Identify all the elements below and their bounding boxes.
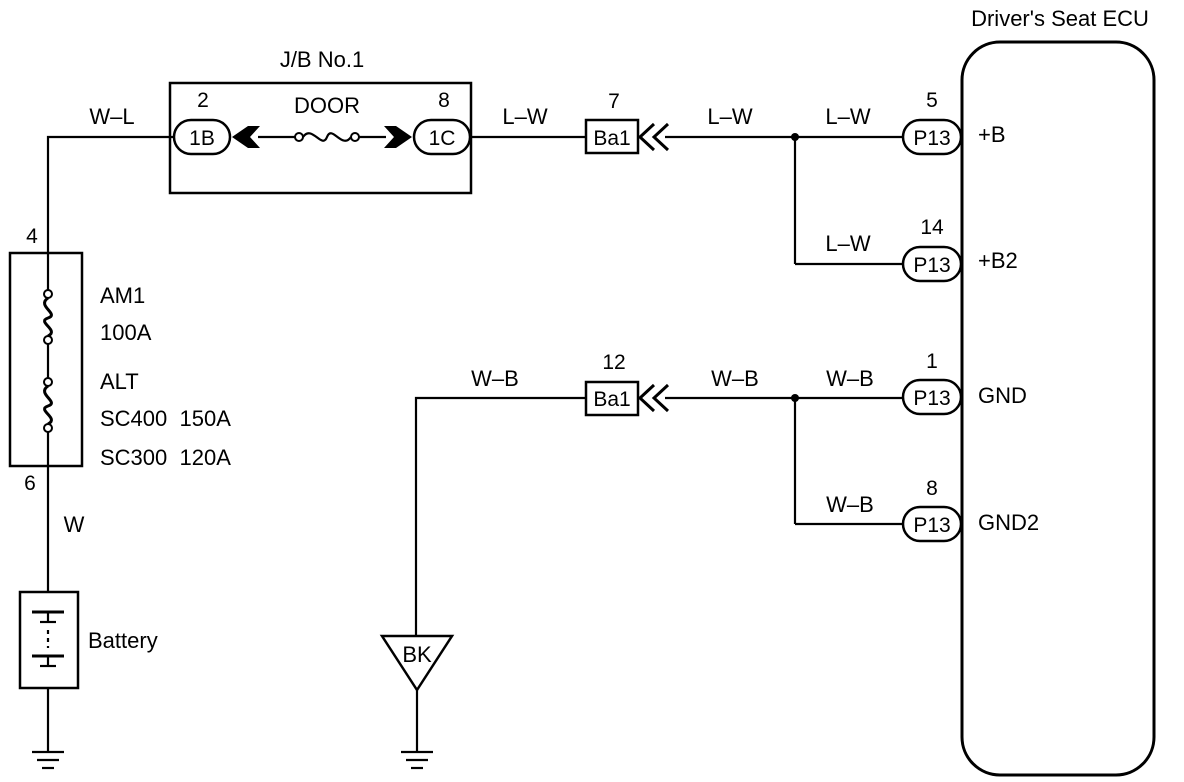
junction-block: J/B No.1 2 1B 8 1C DOOR [168,47,473,195]
jb-to-ba1-wire: L–W [470,104,586,139]
pin-number: 12 [602,351,625,374]
ground-wiring: W–B W–B W–B [665,366,903,526]
splice-point [791,394,799,402]
connector-label: P13 [913,127,950,150]
am1-rating: 100A [100,320,152,345]
fuse-terminal [350,132,360,142]
fusible-bottom-pin: 6 [24,472,36,495]
ecu-body [960,40,1156,777]
ground-point-label: BK [402,642,432,667]
ground-point-wire: W–B [414,366,586,636]
wire-color-label: W–L [89,104,134,129]
pin-number: 14 [920,216,944,239]
ground-symbol [401,750,433,770]
pin-number: 1 [926,350,938,373]
fuse-terminal [43,423,53,433]
wire-color-label: L–W [825,104,870,129]
jb-left-pin: 2 [197,89,209,112]
connector-p13-b2: 14 P13 [901,216,963,283]
pin-number: 8 [926,477,938,500]
connector-chevron [637,383,656,413]
splice-point [791,133,799,141]
wire-color-label: L–W [825,231,870,256]
wire-color-label: W–B [826,492,874,517]
fuse-terminal [43,377,53,387]
alt-name: ALT [100,369,139,394]
fusible-to-battery-wire: W [46,466,85,592]
jb-connector-1b-label: 1B [189,127,215,150]
alt-sc400-rating: SC400 150A [100,406,231,431]
ground-symbol [32,750,64,770]
connector-label: P13 [913,254,950,277]
wire-color-label: W–B [471,366,519,391]
ecu-terminal-b-label: +B [978,122,1006,147]
connector-p13-b: 5 P13 [901,89,963,156]
connector-ba1-ground: 12 Ba1 [584,351,670,417]
battery: Battery [18,590,158,770]
connector-p13-gnd: 1 P13 [901,350,963,416]
connector-label: Ba1 [593,127,630,150]
wire-color-label: W–B [826,366,874,391]
ground-point-triangle [379,634,455,693]
connector-ba1-power: 7 Ba1 [584,90,670,155]
wire-color-label: W [64,512,85,537]
wire-color-label: L–W [502,104,547,129]
jb-title: J/B No.1 [280,47,364,72]
jb-connector-1c-label: 1C [429,127,456,150]
am1-fusible-link-symbol [43,296,53,338]
alt-sc300-rating: SC300 120A [100,445,231,470]
power-wiring: L–W L–W L–W [665,104,903,266]
connector-label: P13 [913,387,950,410]
pin-number: 7 [608,90,620,113]
ecu-terminal-gnd-label: GND [978,383,1027,408]
connector-chevron [651,122,670,152]
connector-label: P13 [913,514,950,537]
fusible-top-pin: 4 [26,225,38,248]
connector-p13-gnd2: 8 P13 [901,477,963,543]
ecu-terminal-gnd2-label: GND2 [978,510,1039,535]
drivers-seat-ecu: Driver's Seat ECU +B +B2 GND GND2 [960,6,1156,777]
alt-fusible-link-symbol [43,384,53,426]
am1-name: AM1 [100,283,145,308]
battery-to-jb-wire: W–L [46,104,174,253]
wire-color-label: L–W [707,104,752,129]
connector-label: Ba1 [593,388,630,411]
wire-color-label: W–B [711,366,759,391]
ecu-terminal-b2-label: +B2 [978,248,1018,273]
fusible-link-box [8,251,84,468]
ground-point-bk: BK [379,634,455,770]
fuse-terminal [43,335,53,345]
fuse-terminal [294,132,304,142]
door-fuse-symbol [302,132,352,142]
ecu-title: Driver's Seat ECU [971,6,1149,31]
fusible-link-block: 4 AM1 100A ALT SC400 150A SC300 120A 6 [8,225,231,495]
door-fuse-label: DOOR [294,93,360,118]
connector-chevron [637,122,656,152]
jb-terminal-arrow-right [384,126,412,148]
connector-chevron [651,383,670,413]
fuse-terminal [43,289,53,299]
pin-number: 5 [926,89,938,112]
battery-label: Battery [88,628,158,653]
jb-right-pin: 8 [438,89,450,112]
jb-terminal-arrow-left [232,126,260,148]
